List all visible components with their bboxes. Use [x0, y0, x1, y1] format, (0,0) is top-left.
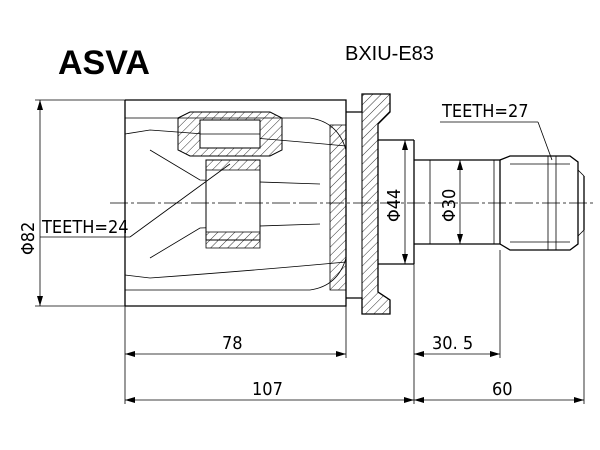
dim-lengths: 78 30. 5 107 60: [124, 230, 585, 404]
dim-shaft-diameter-label: Φ30: [439, 189, 460, 222]
dim-housing-diameter-label: Φ82: [18, 222, 39, 255]
dim-flange-diameter: Φ44: [384, 140, 408, 264]
callout-inner-teeth-label: TEETH=24: [41, 217, 129, 238]
tripod-roller: [177, 111, 283, 249]
flange: [346, 93, 415, 315]
dim-total-length-right: 60: [492, 379, 513, 400]
brand-logo: ASVA: [58, 44, 150, 82]
dim-flange-diameter-label: Φ44: [384, 189, 405, 222]
callout-outer-teeth-label: TEETH=27: [441, 101, 529, 122]
dim-housing-diameter: Φ82: [18, 99, 125, 307]
dim-total-length-left: 107: [252, 379, 283, 400]
part-number: BXIU-E83: [345, 43, 434, 65]
callout-inner-teeth: TEETH=24: [40, 163, 231, 238]
dim-shaft-diameter: Φ30: [439, 160, 463, 244]
dim-shaft-length: 30. 5: [432, 333, 473, 354]
callout-outer-teeth: TEETH=27: [440, 101, 553, 161]
dim-housing-length: 78: [222, 333, 243, 354]
